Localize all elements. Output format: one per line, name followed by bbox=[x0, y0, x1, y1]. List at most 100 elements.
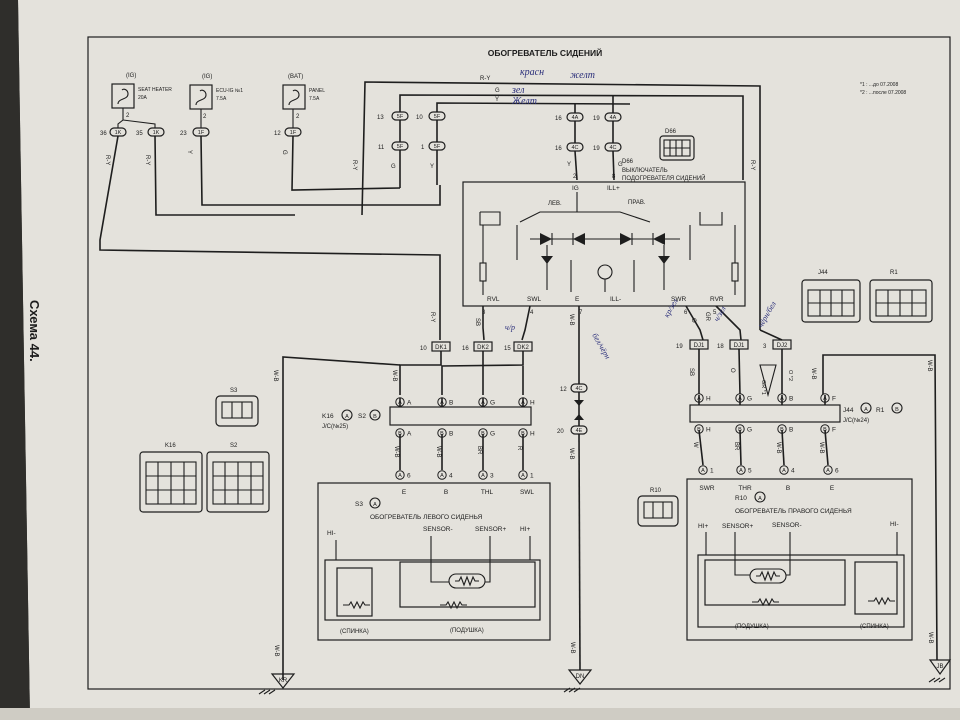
connector-view-d66: D66 bbox=[659, 129, 695, 161]
wire-color: R-Y bbox=[144, 155, 150, 165]
pin-label: 5 bbox=[748, 468, 752, 475]
connector-code: DJ2 bbox=[777, 343, 788, 349]
heater-pin-name: SWR bbox=[699, 485, 714, 492]
connector-pin: 10 bbox=[416, 115, 423, 121]
wire-color: W-B bbox=[393, 446, 399, 458]
connector-code: 4C bbox=[571, 145, 578, 151]
connector-code: 4A bbox=[572, 115, 579, 121]
switch-pin-name: SWL bbox=[527, 296, 541, 303]
pin-conn-letter: A bbox=[398, 473, 402, 479]
connector-view-label: K16 bbox=[165, 443, 176, 449]
switch-pin-number: 3 bbox=[482, 310, 486, 316]
heater-part-label: (ПОДУШКА) bbox=[450, 628, 484, 634]
wire-color: Y bbox=[430, 164, 434, 170]
diagram-title: ОБОГРЕВАТЕЛЬ СИДЕНИЙ bbox=[488, 47, 603, 58]
diagram-frame bbox=[87, 36, 951, 690]
scheme-number-label: Схема 44. bbox=[27, 300, 42, 362]
switch-side: ЛЕВ. bbox=[548, 201, 562, 207]
pin-conn-letter: A bbox=[521, 473, 525, 479]
pin-label: A bbox=[407, 431, 412, 438]
pin-conn-letter: A bbox=[826, 468, 830, 474]
connector-pin: 15 bbox=[504, 346, 511, 352]
connector-code: 1K bbox=[153, 130, 160, 136]
switch-title: ВЫКЛЮЧАТЕЛЬ bbox=[622, 168, 668, 174]
connector-view-label: R10 bbox=[650, 488, 662, 494]
wire-color: W-B bbox=[391, 370, 397, 382]
connector-code: 4E bbox=[576, 428, 583, 434]
connector-view-k16: K16 bbox=[139, 443, 203, 513]
wire-color: W-B bbox=[810, 368, 816, 380]
connector-pin: 13 bbox=[377, 115, 384, 121]
pin-label: H bbox=[706, 396, 711, 403]
wire-color: W-B bbox=[927, 632, 933, 644]
wire-color: W-B bbox=[775, 442, 781, 454]
pin-label: H bbox=[530, 400, 535, 407]
pin-marker bbox=[779, 465, 789, 475]
pin-marker bbox=[736, 465, 746, 475]
heater-code: S3 bbox=[355, 501, 363, 508]
ground-label: DN bbox=[576, 674, 585, 680]
connector-view-j44: J44 bbox=[801, 270, 861, 323]
wire-color: W-B bbox=[272, 370, 278, 382]
wire-color: W-B bbox=[568, 448, 574, 460]
fuse-pin: 2 bbox=[126, 113, 130, 119]
fuse-name: ECU-IG №1 bbox=[216, 88, 243, 94]
seat-heater-switch-d66: D66 ВЫКЛЮЧАТЕЛЬ ПОДОГРЕВАТЕЛЯ СИДЕНИЙ 2 … bbox=[462, 159, 746, 316]
connector-code: DK2 bbox=[517, 345, 529, 351]
wire-color: R-Y bbox=[429, 312, 435, 322]
fuse-name: PANEL bbox=[309, 88, 325, 94]
wire-color: R-Y bbox=[480, 76, 490, 82]
connector-code: 4A bbox=[610, 115, 617, 121]
ground-label: JB bbox=[936, 664, 943, 670]
switch-pin-name: ILL- bbox=[610, 296, 621, 303]
jc-to-heater-wires bbox=[399, 395, 829, 470]
connector-pin: 35 bbox=[136, 131, 143, 137]
switch-pin: 8 bbox=[612, 174, 616, 180]
heater-part-label: (СПИНКА) bbox=[860, 624, 889, 630]
connector-code: 5F bbox=[434, 144, 441, 150]
jc-conn: A bbox=[864, 407, 868, 413]
switch-pin: 2 bbox=[573, 174, 577, 180]
heater-terminal: SENSOR- bbox=[772, 522, 802, 529]
connector-pin: 16 bbox=[555, 146, 562, 152]
heater-pin-name: E bbox=[402, 489, 407, 496]
heater-terminal: SENSOR+ bbox=[722, 523, 753, 530]
jc-title: J44 bbox=[843, 407, 854, 414]
page-bottom-strip bbox=[0, 708, 960, 720]
wire-color: W-B bbox=[568, 314, 574, 326]
pin-marker bbox=[478, 470, 488, 480]
wire-color: R-Y bbox=[351, 160, 357, 170]
connector-code: 5F bbox=[397, 144, 404, 150]
junction-connector-left: K16 A S2 B J/C(№25) bbox=[322, 406, 532, 430]
switch-terminal: IG bbox=[572, 185, 579, 192]
connector-code: 4C bbox=[609, 145, 616, 151]
pin-label: 1 bbox=[530, 473, 534, 480]
switch-pin-name: RVR bbox=[710, 296, 724, 303]
legend-line-2: *2 : ...после 07.2008 bbox=[860, 90, 906, 96]
fuse-circuit-label: (BAT) bbox=[288, 74, 303, 80]
handwritten-note: красн bbox=[520, 67, 544, 78]
wire-color: GR *1 bbox=[760, 380, 766, 395]
pin-marker bbox=[698, 465, 708, 475]
heater-pin-name: E bbox=[830, 485, 835, 492]
switch-side: ПРАВ. bbox=[628, 200, 646, 206]
switch-pin-number: 4 bbox=[530, 310, 534, 316]
pin-label: F bbox=[832, 427, 836, 434]
wire-color: W-B bbox=[926, 360, 932, 372]
fuse-rating: 20A bbox=[138, 95, 148, 101]
handwritten-note: ч/р bbox=[505, 323, 515, 332]
switch-pin-number: 5 bbox=[713, 310, 717, 316]
connector-view-s2: S2 bbox=[206, 443, 270, 513]
dj-connectors: DJ1 19 DJ1 18 DJ2 3 GR *1 O *2 W-B SB O … bbox=[676, 339, 938, 661]
wire-color: W bbox=[692, 442, 698, 448]
wire-color: SB bbox=[474, 318, 480, 326]
switch-pin-number: 7 bbox=[579, 310, 583, 316]
connector-pin: 12 bbox=[560, 387, 567, 393]
wire-color: BR bbox=[733, 442, 739, 451]
wire-color: W-B bbox=[569, 642, 575, 654]
pin-label: 6 bbox=[407, 473, 411, 480]
connector-view-r1: R1 bbox=[869, 270, 933, 323]
